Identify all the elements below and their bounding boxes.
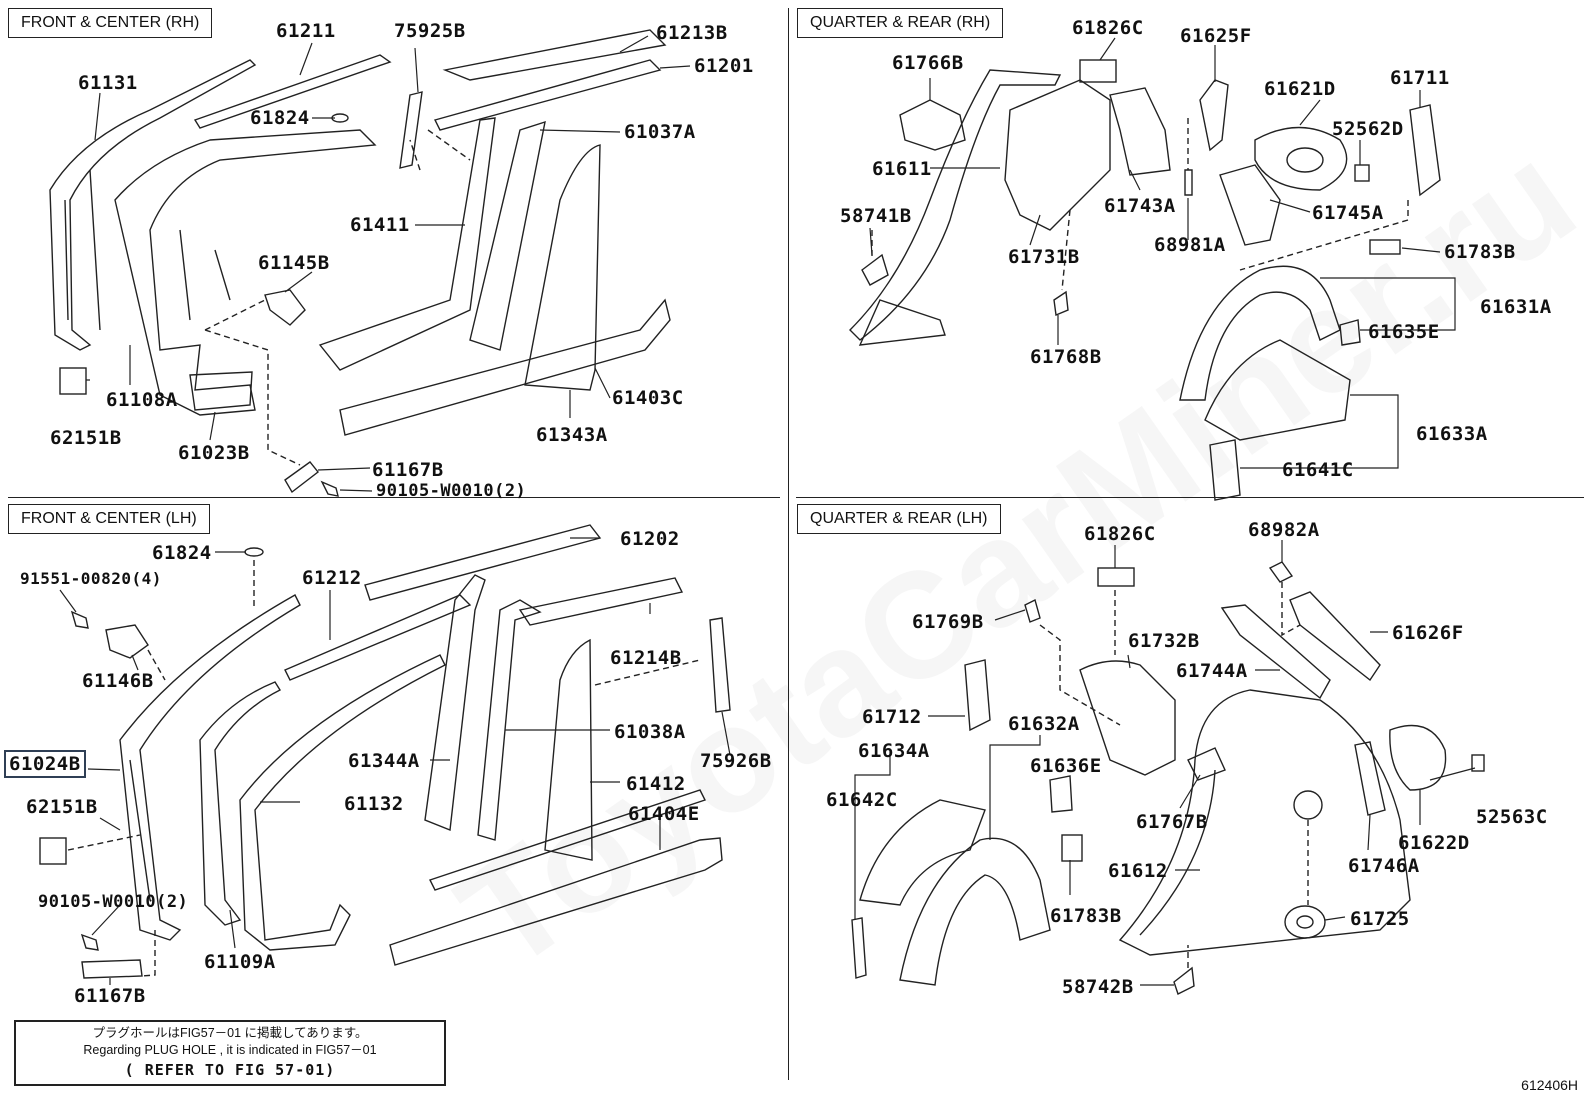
part-label-61145B[interactable]: 61145B	[258, 252, 330, 274]
part-label-61711[interactable]: 61711	[1390, 67, 1450, 89]
part-label-61768B[interactable]: 61768B	[1030, 346, 1102, 368]
part-label-61146B[interactable]: 61146B	[82, 670, 154, 692]
part-label-90105-W0010-rh[interactable]: 90105-W0010(2)	[376, 481, 527, 501]
part-label-61783B-rh[interactable]: 61783B	[1444, 241, 1516, 263]
part-label-61167B-lh[interactable]: 61167B	[74, 985, 146, 1007]
part-label-61212[interactable]: 61212	[302, 567, 362, 589]
panel-title-quarter-rh: QUARTER & REAR (RH)	[797, 8, 1004, 38]
part-label-61211[interactable]: 61211	[276, 20, 336, 42]
note-line-english: Regarding PLUG HOLE , it is indicated in…	[83, 1043, 377, 1057]
horizontal-divider-right	[796, 497, 1584, 498]
part-label-75926B[interactable]: 75926B	[700, 750, 772, 772]
part-label-61109A[interactable]: 61109A	[204, 951, 276, 973]
panel-title-quarter-lh: QUARTER & REAR (LH)	[797, 504, 1001, 534]
part-label-61642C[interactable]: 61642C	[826, 789, 898, 811]
part-label-68981A[interactable]: 68981A	[1154, 234, 1226, 256]
part-label-61038A[interactable]: 61038A	[614, 721, 686, 743]
part-label-61783B-lh[interactable]: 61783B	[1050, 905, 1122, 927]
part-label-75925B[interactable]: 75925B	[394, 20, 466, 42]
part-label-61632A[interactable]: 61632A	[1008, 713, 1080, 735]
part-label-61725[interactable]: 61725	[1350, 908, 1410, 930]
part-label-61404E[interactable]: 61404E	[628, 803, 700, 825]
part-label-61611[interactable]: 61611	[872, 158, 932, 180]
part-label-61023B[interactable]: 61023B	[178, 442, 250, 464]
part-label-61731B[interactable]: 61731B	[1008, 246, 1080, 268]
part-label-61344A[interactable]: 61344A	[348, 750, 420, 772]
part-label-61626F[interactable]: 61626F	[1392, 622, 1464, 644]
part-label-61631A[interactable]: 61631A	[1480, 296, 1552, 318]
note-line-japanese: プラグホールはFIG57－01 に掲載してあります。	[92, 1026, 368, 1040]
panel-title-front-lh: FRONT & CENTER (LH)	[8, 504, 210, 534]
part-label-61636E[interactable]: 61636E	[1030, 755, 1102, 777]
part-label-61634A[interactable]: 61634A	[858, 740, 930, 762]
part-label-61167B-rh[interactable]: 61167B	[372, 459, 444, 481]
part-label-61214B[interactable]: 61214B	[610, 647, 682, 669]
part-label-58742B[interactable]: 58742B	[1062, 976, 1134, 998]
part-label-52562D[interactable]: 52562D	[1332, 118, 1404, 140]
part-label-61201[interactable]: 61201	[694, 55, 754, 77]
part-label-61746A[interactable]: 61746A	[1348, 855, 1420, 877]
part-label-61824-lh[interactable]: 61824	[152, 542, 212, 564]
vertical-divider	[788, 8, 789, 1080]
part-label-61745A[interactable]: 61745A	[1312, 202, 1384, 224]
part-label-61625F[interactable]: 61625F	[1180, 25, 1252, 47]
part-label-62151B-lh[interactable]: 62151B	[26, 796, 98, 818]
plug-hole-note: プラグホールはFIG57－01 に掲載してあります。 Regarding PLU…	[14, 1020, 446, 1086]
part-label-61766B[interactable]: 61766B	[892, 52, 964, 74]
part-label-61744A[interactable]: 61744A	[1176, 660, 1248, 682]
part-label-61633A[interactable]: 61633A	[1416, 423, 1488, 445]
part-label-61622D[interactable]: 61622D	[1398, 832, 1470, 854]
part-label-61202[interactable]: 61202	[620, 528, 680, 550]
part-label-91551-00820[interactable]: 91551-00820(4)	[20, 569, 162, 588]
part-label-61621D[interactable]: 61621D	[1264, 78, 1336, 100]
part-label-61824-rh[interactable]: 61824	[250, 107, 310, 129]
part-label-61411[interactable]: 61411	[350, 214, 410, 236]
part-label-61343A[interactable]: 61343A	[536, 424, 608, 446]
part-label-61132[interactable]: 61132	[344, 793, 404, 815]
part-label-61403C[interactable]: 61403C	[612, 387, 684, 409]
panel-title-front-rh: FRONT & CENTER (RH)	[8, 8, 213, 38]
part-label-61635E[interactable]: 61635E	[1368, 321, 1440, 343]
part-label-61743A[interactable]: 61743A	[1104, 195, 1176, 217]
part-label-61732B[interactable]: 61732B	[1128, 630, 1200, 652]
part-label-90105-W0010-lh[interactable]: 90105-W0010(2)	[38, 892, 189, 912]
part-label-61213B[interactable]: 61213B	[656, 22, 728, 44]
part-label-61712[interactable]: 61712	[862, 706, 922, 728]
part-label-68982A[interactable]: 68982A	[1248, 519, 1320, 541]
part-label-61769B[interactable]: 61769B	[912, 611, 984, 633]
note-reference[interactable]: ( REFER TO FIG 57-01)	[124, 1061, 336, 1079]
part-label-61412[interactable]: 61412	[626, 773, 686, 795]
part-label-61612[interactable]: 61612	[1108, 860, 1168, 882]
part-label-61037A[interactable]: 61037A	[624, 121, 696, 143]
figure-id: 612406H	[1521, 1077, 1578, 1093]
horizontal-divider-left	[8, 497, 780, 498]
part-label-61108A[interactable]: 61108A	[106, 389, 178, 411]
part-label-61767B[interactable]: 61767B	[1136, 811, 1208, 833]
part-label-61826C-lh[interactable]: 61826C	[1084, 523, 1156, 545]
part-label-61024B[interactable]: 61024B	[4, 750, 86, 778]
part-label-61131[interactable]: 61131	[78, 72, 138, 94]
part-label-62151B-rh[interactable]: 62151B	[50, 427, 122, 449]
part-label-52563C[interactable]: 52563C	[1476, 806, 1548, 828]
part-label-58741B[interactable]: 58741B	[840, 205, 912, 227]
part-label-61826C-rh[interactable]: 61826C	[1072, 17, 1144, 39]
part-label-61641C[interactable]: 61641C	[1282, 459, 1354, 481]
